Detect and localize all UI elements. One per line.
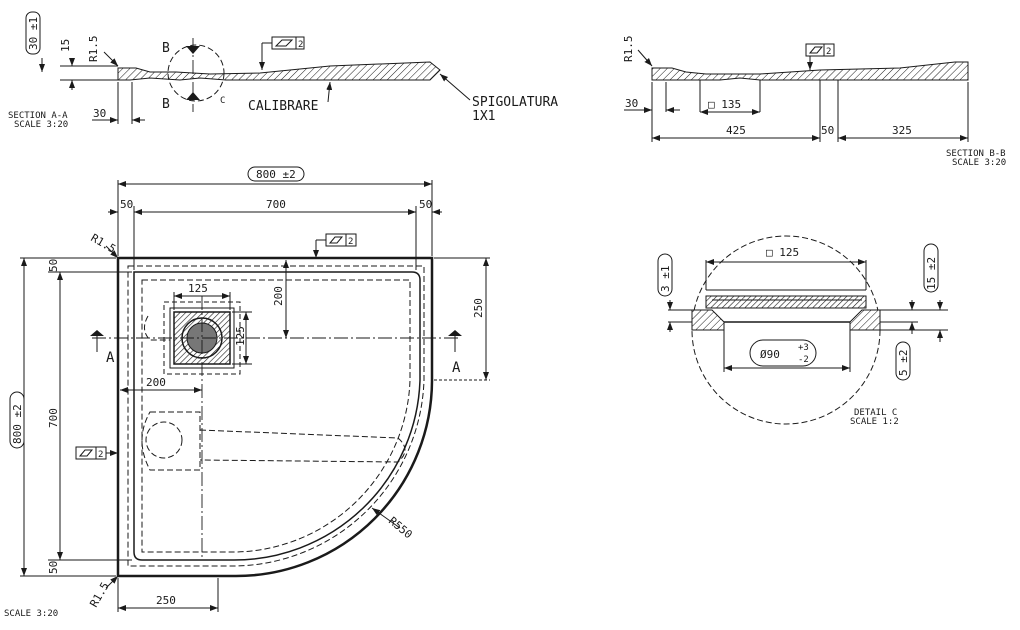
- section-b-marker-top: B: [162, 41, 170, 56]
- detail-dim-15: 15 ±2: [925, 257, 938, 290]
- section-aa-scale: SCALE 3:20: [14, 120, 68, 130]
- aa-flatness: 2: [298, 40, 303, 50]
- plan-dim-800-side: 800 ±2: [11, 404, 24, 444]
- plan-flatness-left: 2: [98, 450, 103, 460]
- plan-dim-800-top: 800 ±2: [256, 168, 296, 181]
- detail-dim-125: □ 125: [766, 246, 799, 259]
- section-a-left: A: [106, 350, 115, 366]
- bb-dim-425: 425: [726, 124, 746, 137]
- plan-dim-200-v: 200: [272, 286, 285, 306]
- plan-dim-700: 700: [266, 198, 286, 211]
- section-a-right: A: [452, 360, 461, 376]
- detail-dim-90: Ø90: [760, 348, 780, 361]
- plan-dim-50-bottom: 50: [47, 561, 60, 574]
- bb-dim-50: 50: [821, 124, 834, 137]
- plan-radius-top: R1.5: [89, 231, 118, 256]
- section-bb-title: SECTION B-B: [946, 149, 1006, 159]
- bb-dim-135: □ 135: [708, 98, 741, 111]
- detail-c-scale: SCALE 1:2: [850, 417, 899, 427]
- aa-radius: R1.5: [87, 36, 100, 63]
- plan-dim-200-h: 200: [146, 376, 166, 389]
- plan-dim-700-side: 700: [47, 408, 60, 428]
- plan-radius-bottom: R1.5: [87, 580, 112, 609]
- detail-c: □ 125 3 ±1 15 ±2 5 ±2 Ø90 +3 -2 DETAIL C…: [657, 235, 948, 427]
- aa-dim-30: 30 ±1: [27, 17, 40, 50]
- spigolatura-size: 1X1: [472, 109, 495, 124]
- plan-scale: SCALE 3:20: [4, 609, 58, 619]
- detail-dim-3: 3 ±1: [659, 266, 672, 293]
- bb-flatness: 2: [826, 47, 831, 57]
- bb-dim-30: 30: [625, 97, 638, 110]
- section-b-b: R1.5 2 30 □ 135 425 50 325 SECTION B-B S…: [622, 36, 1006, 169]
- section-a-a: 30 ±1 15 R1.5 B B C 2 CALIBRARE SPIGOLAT…: [8, 11, 558, 130]
- section-bb-scale: SCALE 3:20: [952, 158, 1006, 168]
- detail-c-title: DETAIL C: [854, 408, 897, 418]
- aa-dim-15: 15: [59, 39, 72, 52]
- detail-tol-minus: -2: [798, 355, 809, 365]
- aa-dim-30-bottom: 30: [93, 107, 106, 120]
- plan-dim-50-right: 50: [419, 198, 432, 211]
- spigolatura-label: SPIGOLATURA: [472, 95, 558, 110]
- detail-c-marker: C: [220, 96, 225, 106]
- calibrare-label: CALIBRARE: [248, 99, 318, 114]
- section-b-marker-bottom: B: [162, 97, 170, 112]
- plan-dim-125-v: 125: [234, 326, 247, 346]
- section-aa-title: SECTION A-A: [8, 111, 68, 121]
- bb-dim-325: 325: [892, 124, 912, 137]
- plan-radius-arc: R550: [386, 514, 415, 541]
- plan-view: A A 800 ±2 50 700 50 R1.5 2 800 ±2: [4, 166, 490, 619]
- plan-flatness-top: 2: [348, 237, 353, 247]
- plan-dim-50-top: 50: [47, 259, 60, 272]
- plan-dim-250-right: 250: [472, 298, 485, 318]
- plan-dim-125-h: 125: [188, 282, 208, 295]
- plan-dim-250-bottom: 250: [156, 594, 176, 607]
- bb-radius: R1.5: [622, 36, 635, 63]
- detail-tol-plus: +3: [798, 343, 809, 353]
- plan-dim-50-left: 50: [120, 198, 133, 211]
- detail-dim-5: 5 ±2: [897, 350, 910, 377]
